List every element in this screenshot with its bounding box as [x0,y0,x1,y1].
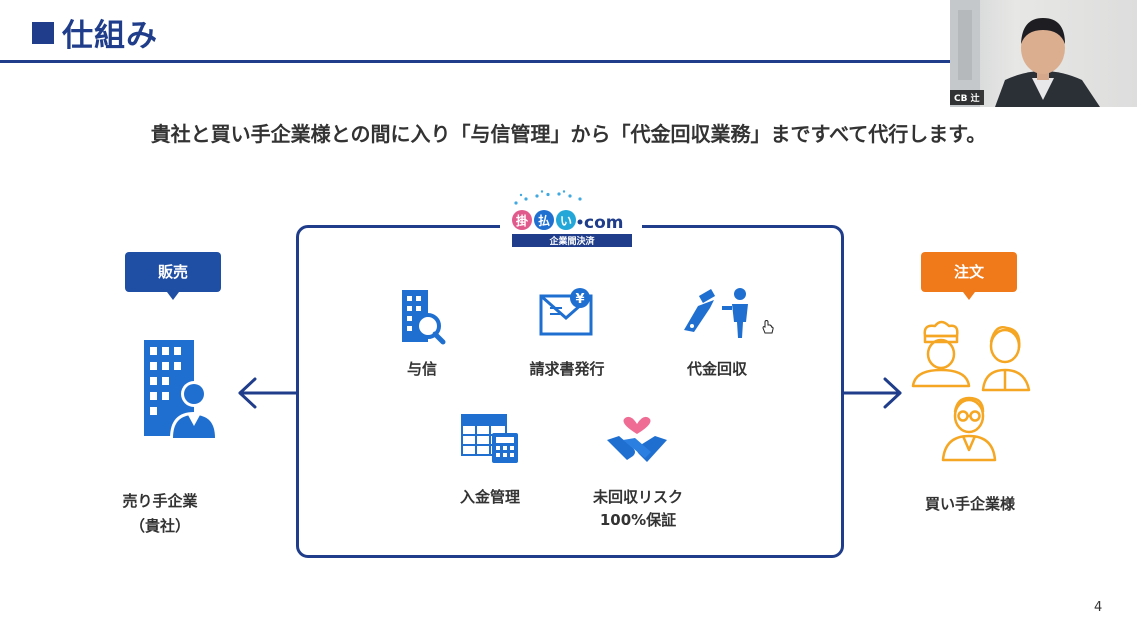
buyer-name: 買い手企業様 [924,495,1015,513]
buyer-customers-icon [911,320,1031,462]
seller-office-icon [144,340,218,438]
service-frame [296,225,844,558]
participant-video[interactable] [950,0,1137,107]
building-search-icon [402,290,446,345]
service-label-deposit: 入金管理 [459,488,520,506]
service-label-credit: 与信 [406,360,437,378]
svg-text:com: com [584,213,623,233]
participant-name-label: CB 辻 [950,90,984,105]
logo-subtitle: 企業間決済 [548,235,595,247]
slide-title-text: 仕組み [62,18,158,54]
title-underline [0,60,950,63]
handshake-heart-icon [607,416,667,462]
seller-name: 売り手企業 [122,492,198,510]
participant-video-feed [950,0,1100,107]
slide-subtitle: 貴社と買い手企業様との間に入り「与信管理」から「代金回収業務」まですべて代行しま… [150,122,987,146]
payment-handover-icon [684,288,748,338]
service-label-guarantee: 未回収リスク [592,488,683,506]
sales-badge: 販売 [125,252,221,300]
service-label-invoice: 請求書発行 [529,360,605,378]
page-number: 4 [1094,600,1103,615]
arrow-to-buyer-head [883,377,902,409]
order-badge: 注文 [921,252,1017,300]
hand-cursor-icon [762,319,774,334]
seller-name-note: （貴社） [129,517,190,535]
service-label-collection: 代金回収 [686,360,747,378]
svg-text:い: い [560,214,572,228]
title-square-bullet [32,22,54,44]
svg-text:払: 払 [538,213,550,228]
svg-text:掛: 掛 [516,213,529,228]
svg-text:¥: ¥ [575,292,584,307]
ledger-calculator-icon [461,414,518,463]
kakebarai-logo: 掛 払 い com 企業間決済 [512,190,632,247]
slide-title: 仕組み [32,10,158,55]
invoice-envelope-icon: ¥ [539,288,593,336]
service-label-guarantee-percent: 100%保証 [599,511,677,529]
arrow-to-seller-head [238,377,257,409]
